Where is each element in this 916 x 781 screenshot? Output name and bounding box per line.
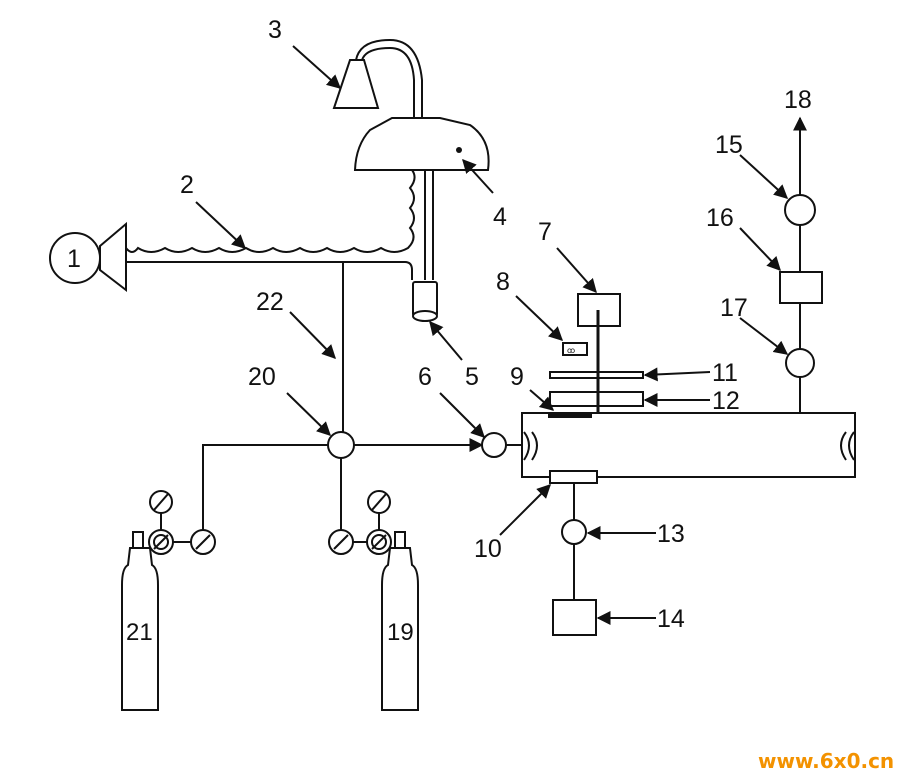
- box-14: [552, 599, 597, 636]
- duct-2: [125, 169, 416, 280]
- label-1: 1: [67, 245, 81, 273]
- cylinder-19: [328, 490, 419, 711]
- leader-lines: [195, 45, 789, 625]
- valve-6: [481, 432, 507, 458]
- watermark: www.6x0.cn: [758, 749, 894, 773]
- label-10: 10: [474, 535, 502, 563]
- valve-13: [561, 519, 587, 545]
- junction-20: [327, 431, 355, 459]
- filter-5: [412, 281, 438, 322]
- blower-1: [49, 221, 127, 293]
- label-16: 16: [706, 204, 734, 232]
- label-13: 13: [657, 520, 685, 548]
- reaction-chamber: [521, 412, 856, 478]
- label-7: 7: [538, 218, 552, 246]
- cylinder-21: [121, 490, 216, 711]
- outlet-line: [779, 116, 823, 413]
- label-11: 11: [712, 359, 738, 387]
- hood-4: [353, 117, 490, 280]
- label-14: 14: [657, 605, 685, 633]
- label-2: 2: [180, 171, 194, 199]
- label-6: 6: [418, 363, 432, 391]
- label-19: 19: [387, 619, 414, 646]
- port-10: [549, 470, 598, 484]
- label-20: 20: [248, 363, 276, 391]
- sample-9: [548, 413, 592, 418]
- label-8: 8: [496, 268, 510, 296]
- label-18: 18: [784, 86, 812, 114]
- label-4: 4: [493, 203, 507, 231]
- label-21: 21: [126, 619, 153, 646]
- label-5: 5: [465, 363, 479, 391]
- label-3: 3: [268, 16, 282, 44]
- label-22: 22: [256, 288, 284, 316]
- label-15: 15: [715, 131, 743, 159]
- gas-lines: [202, 438, 484, 530]
- lamp-3: [332, 38, 423, 142]
- label-9: 9: [510, 363, 524, 391]
- label-12: 12: [712, 387, 740, 415]
- heater-8: ꝏ: [562, 342, 588, 356]
- label-17: 17: [720, 294, 748, 322]
- svg-text:ꝏ: ꝏ: [567, 346, 575, 355]
